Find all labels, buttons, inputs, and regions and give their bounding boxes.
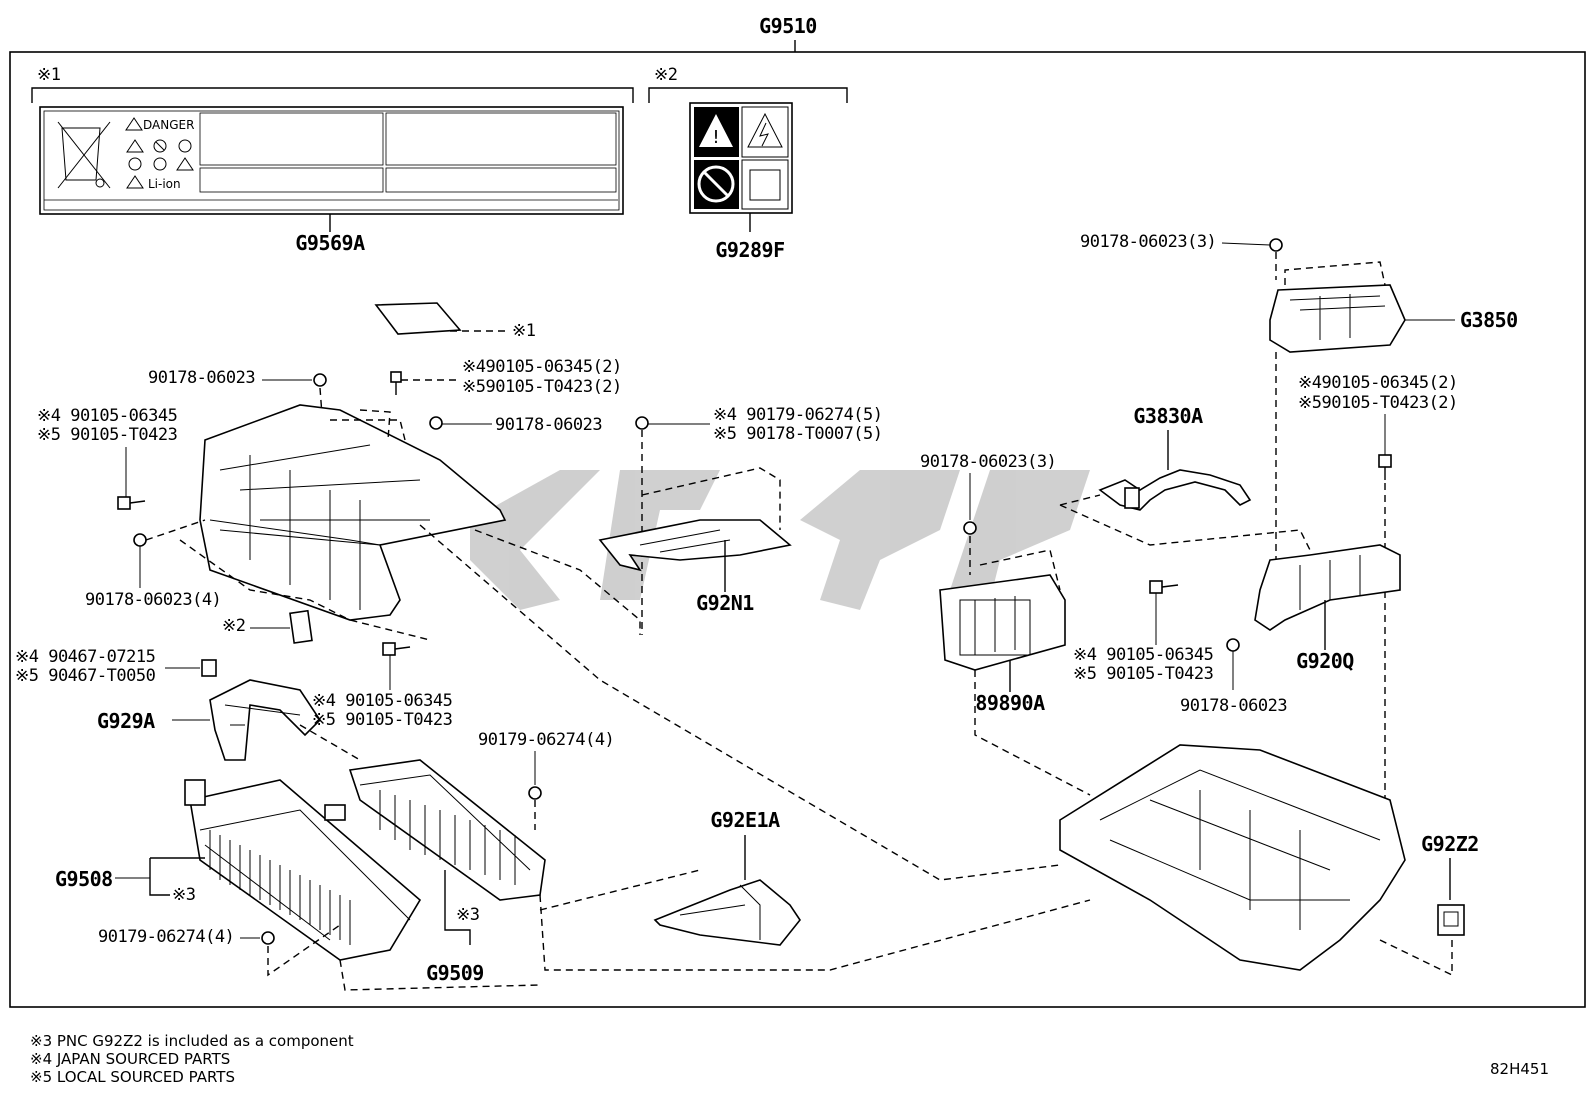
clip-part-g92z2 (1437, 904, 1465, 936)
nut-icon-c (133, 533, 147, 547)
diagram-id: 82H451 (1490, 1060, 1549, 1078)
callout-90178-3-mid[interactable]: 90178-06023(3) (920, 452, 1057, 472)
callout-90467-2[interactable]: ※5 90467-T0050 (15, 666, 156, 686)
callout-90179-2[interactable]: ※5 90178-T0007(5) (713, 424, 883, 444)
callout-g929a[interactable]: G929A (97, 709, 156, 733)
footnote-5: ※5 LOCAL SOURCED PARTS (30, 1068, 235, 1086)
ecu-part (939, 574, 1066, 671)
callout-g920q[interactable]: G920Q (1296, 649, 1355, 673)
battery-stack-g9508 (184, 779, 422, 961)
warning-label-sheet: ! (689, 102, 793, 214)
bracket-mark2: ※2 (648, 65, 848, 103)
bolt-icon-d (1378, 454, 1392, 480)
callout-90105-pair-b2[interactable]: ※590105-T0423(2) (1298, 393, 1458, 413)
callout-g9508[interactable]: G9508 (55, 867, 113, 891)
callout-90105-left2[interactable]: ※5 90105-T0423 (37, 425, 178, 445)
assembly-code: G9510 (759, 14, 817, 38)
bolt-icon-a (390, 371, 402, 395)
callout-90179-4b[interactable]: 90179-06274(4) (478, 730, 615, 750)
callout-g9509[interactable]: G9509 (426, 961, 484, 985)
bolt-icon-c (382, 642, 411, 656)
hazard-icons (126, 139, 194, 189)
relay-block-part (1269, 284, 1406, 353)
callout-mark3a: ※3 (172, 885, 195, 905)
duct-part-g92n1 (598, 519, 792, 572)
nut-icon-f (1226, 638, 1240, 652)
caution-label-sheet: DANGER Li-ion (39, 106, 624, 215)
callout-90105-pair-a2[interactable]: ※590105-T0423(2) (462, 377, 622, 397)
callout-90105-pair-b1[interactable]: ※490105-06345(2) (1298, 373, 1458, 393)
duct-part-g92e1a (653, 879, 801, 946)
nut-icon-b (429, 416, 443, 430)
bolt-icon-e (1149, 580, 1179, 594)
callout-g3850[interactable]: G3850 (1460, 308, 1518, 332)
callout-90105-c1[interactable]: ※4 90105-06345 (312, 691, 453, 711)
callout-g92z2[interactable]: G92Z2 (1421, 832, 1479, 856)
upper-case-part (199, 404, 507, 621)
callout-90178-a[interactable]: 90178-06023 (148, 368, 256, 388)
nut-icon-a (313, 373, 327, 387)
callout-90178-4[interactable]: 90178-06023(4) (85, 590, 222, 610)
callout-89890a[interactable]: 89890A (975, 691, 1045, 715)
duct-part-g929a (209, 679, 322, 761)
callout-mark1-sheet: ※1 (512, 321, 536, 341)
watermark (470, 470, 1090, 610)
callout-90179-1[interactable]: ※4 90179-06274(5) (713, 405, 883, 425)
callout-g92e1a[interactable]: G92E1A (710, 808, 780, 832)
nut-icon-e (963, 521, 977, 535)
callout-g92n1[interactable]: G92N1 (696, 591, 755, 615)
assembly-frame (9, 51, 1586, 1008)
danger-text: DANGER (143, 118, 194, 132)
callout-90105-left1[interactable]: ※4 90105-06345 (37, 406, 178, 426)
callout-90105-d1[interactable]: ※4 90105-06345 (1073, 645, 1214, 665)
callout-90178-3-top[interactable]: 90178-06023(3) (1080, 232, 1217, 252)
sheet-part (374, 302, 462, 335)
callout-90179-4a[interactable]: 90179-06274(4) (98, 927, 235, 947)
callout-mark3b: ※3 (456, 905, 479, 925)
recycle-bin-icon (57, 121, 111, 189)
footnote-4: ※4 JAPAN SOURCED PARTS (30, 1050, 230, 1068)
nut-icon-h (528, 786, 542, 800)
harness-part (1098, 469, 1252, 511)
callout-mark2-sheet: ※2 (222, 616, 245, 636)
callout-g9569a[interactable]: G9569A (295, 231, 365, 255)
bolt-icon-left (117, 496, 146, 510)
callout-90105-pair-a1[interactable]: ※490105-06345(2) (462, 357, 622, 377)
clip-icon (201, 659, 217, 677)
callout-g9289f[interactable]: G9289F (715, 238, 785, 262)
callout-90105-d2[interactable]: ※5 90105-T0423 (1073, 664, 1214, 684)
li-ion-text: Li-ion (148, 177, 181, 191)
bracket-part-g920q (1254, 544, 1401, 631)
lower-tray-part (1059, 744, 1406, 971)
nut-icon-g (261, 931, 275, 945)
callout-90467-1[interactable]: ※4 90467-07215 (15, 647, 156, 667)
small-label-part (289, 609, 313, 644)
callout-g3830a[interactable]: G3830A (1133, 404, 1203, 428)
warning-icon (125, 117, 143, 131)
callout-90178-c[interactable]: 90178-06023 (1180, 696, 1288, 716)
nut-icon-d (635, 416, 649, 430)
callout-90178-b[interactable]: 90178-06023 (495, 415, 603, 435)
svg-text:!: ! (712, 127, 719, 148)
footnote-3: ※3 PNC G92Z2 is included as a component (30, 1032, 354, 1050)
callout-90105-c2[interactable]: ※5 90105-T0423 (312, 710, 453, 730)
bracket-mark2-label: ※2 (654, 65, 677, 85)
nut-icon (1269, 238, 1283, 252)
bracket-mark1-label: ※1 (37, 65, 61, 85)
bracket-mark1: ※1 (31, 65, 634, 103)
